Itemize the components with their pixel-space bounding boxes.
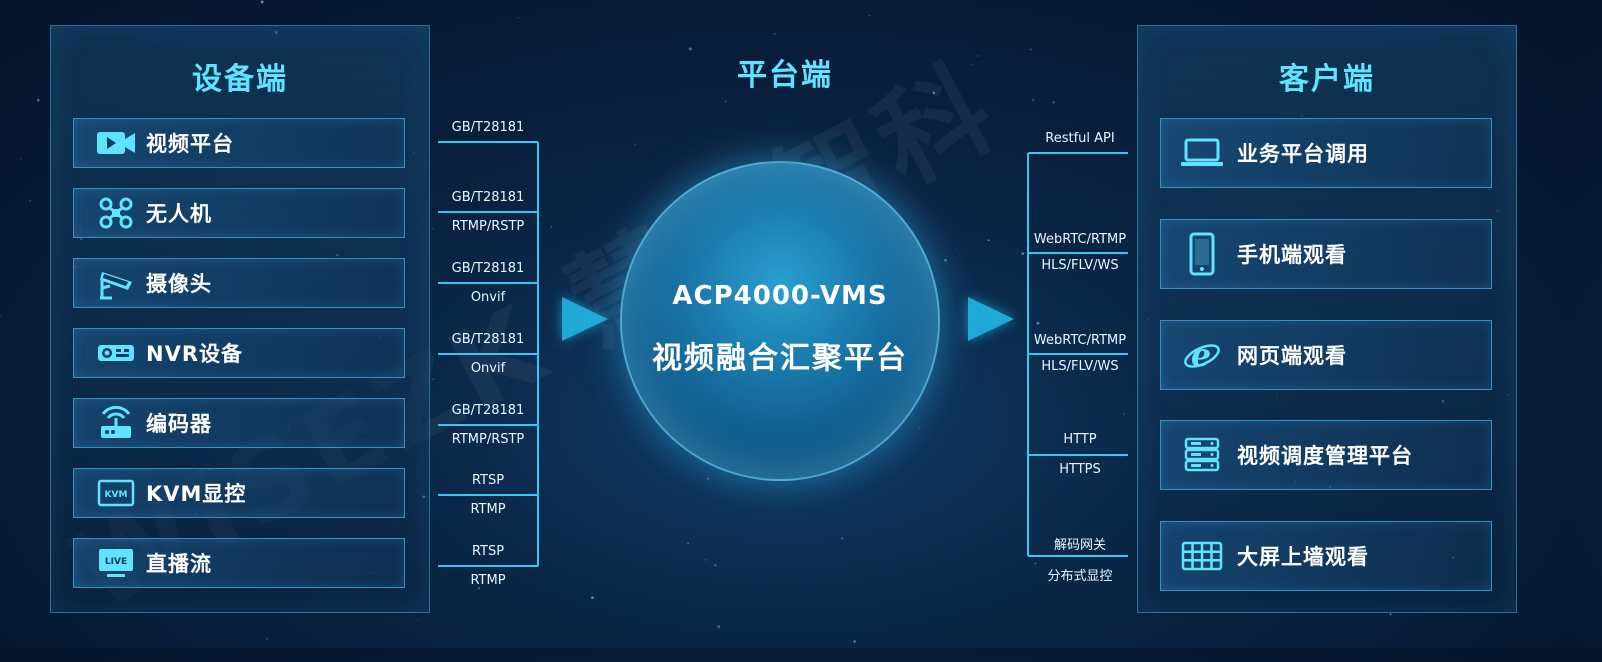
- platform-core-name: ACP4000-VMS: [672, 281, 888, 311]
- video-camera-icon: [94, 125, 138, 161]
- output-protocol-top: Restful API: [1045, 131, 1115, 146]
- platform-core-description: 视频融合汇聚平台: [652, 341, 908, 376]
- device-item-live-stream: LIVE 直播流: [73, 538, 405, 588]
- client-item-web: e 网页端观看: [1160, 320, 1492, 390]
- input-protocol-bottom: RTMP/RSTP: [451, 432, 525, 447]
- live-icon: LIVE: [94, 545, 138, 581]
- device-item-video-platform: 视频平台: [73, 118, 405, 168]
- device-item-camera: 摄像头: [73, 258, 405, 308]
- device-item-kvm: KVM KVM显控: [73, 468, 405, 518]
- kvm-icon: KVM: [94, 475, 138, 511]
- platform-side-title: 平台端: [737, 58, 833, 93]
- output-protocol-top: WebRTC/RTMP: [1033, 232, 1127, 247]
- input-protocol-bottom: Onvif: [470, 290, 506, 305]
- output-protocol-top: 解码网关: [1053, 538, 1106, 553]
- client-item-label: 视频调度管理平台: [1237, 444, 1413, 468]
- client-side-panel: 客户端 业务平台调用 手机端观看 e 网页端观看 视频调度管理平台 大屏上墙观看: [1137, 25, 1517, 613]
- device-item-label: 摄像头: [146, 272, 212, 296]
- input-protocol-top: GB/T28181: [451, 190, 525, 205]
- connection-lines: [438, 141, 1128, 567]
- device-item-label: KVM显控: [146, 482, 247, 506]
- input-protocol-bottom: RTMP: [470, 502, 506, 517]
- svg-text:LIVE: LIVE: [105, 557, 127, 567]
- video-wall-icon: [1177, 538, 1227, 574]
- device-item-nvr: NVR设备: [73, 328, 405, 378]
- client-item-dispatch-platform: 视频调度管理平台: [1160, 420, 1492, 490]
- output-protocol-bottom: HLS/FLV/WS: [1041, 258, 1119, 273]
- flow-arrow-out-icon: [968, 297, 1014, 341]
- device-item-encoder: 编码器: [73, 398, 405, 448]
- input-protocol-top: RTSP: [471, 473, 505, 488]
- device-item-label: 直播流: [146, 552, 212, 576]
- client-item-mobile: 手机端观看: [1160, 219, 1492, 289]
- client-item-label: 业务平台调用: [1237, 142, 1369, 166]
- input-protocol-top: RTSP: [471, 544, 505, 559]
- input-protocol-top: GB/T28181: [451, 261, 525, 276]
- nvr-device-icon: [94, 335, 138, 371]
- client-item-business-platform: 业务平台调用: [1160, 118, 1492, 188]
- output-protocol-bottom: 分布式显控: [1047, 569, 1113, 584]
- input-protocol-bottom: RTMP/RSTP: [451, 219, 525, 234]
- input-protocol-top: GB/T28181: [451, 120, 525, 135]
- client-item-video-wall: 大屏上墙观看: [1160, 521, 1492, 591]
- device-side-title: 设备端: [192, 62, 288, 97]
- svg-text:KVM: KVM: [105, 490, 128, 500]
- platform-core-sphere: ACP4000-VMS 视频融合汇聚平台: [620, 161, 940, 481]
- device-item-label: 编码器: [146, 412, 212, 436]
- router-icon: [94, 405, 138, 441]
- client-item-label: 网页端观看: [1237, 344, 1347, 368]
- input-protocol-bottom: Onvif: [470, 361, 506, 376]
- client-item-label: 大屏上墙观看: [1237, 545, 1369, 569]
- device-side-panel: 设备端 视频平台 无人机 摄像头 NVR设备 编码器 KVM KVM显控: [50, 25, 430, 613]
- client-side-title: 客户端: [1279, 62, 1375, 97]
- output-protocol-top: HTTP: [1063, 432, 1097, 447]
- client-item-label: 手机端观看: [1237, 243, 1347, 267]
- output-protocol-bottom: HLS/FLV/WS: [1041, 359, 1119, 374]
- browser-e-icon: e: [1177, 336, 1227, 374]
- output-protocol-bottom: HTTPS: [1059, 462, 1101, 477]
- drone-icon: [94, 195, 138, 231]
- device-item-drone: 无人机: [73, 188, 405, 238]
- device-item-label: 无人机: [146, 202, 212, 226]
- input-protocol-bottom: RTMP: [470, 573, 506, 588]
- input-protocol-top: GB/T28181: [451, 332, 525, 347]
- server-stack-icon: [1177, 437, 1227, 473]
- svg-text:e: e: [1191, 336, 1211, 374]
- laptop-icon: [1177, 135, 1227, 171]
- device-item-label: NVR设备: [146, 342, 243, 366]
- output-protocol-top: WebRTC/RTMP: [1033, 333, 1127, 348]
- cctv-camera-icon: [94, 265, 138, 301]
- input-protocol-top: GB/T28181: [451, 403, 525, 418]
- device-item-label: 视频平台: [146, 132, 234, 156]
- mobile-phone-icon: [1177, 232, 1227, 276]
- flow-arrow-in-icon: [562, 297, 608, 341]
